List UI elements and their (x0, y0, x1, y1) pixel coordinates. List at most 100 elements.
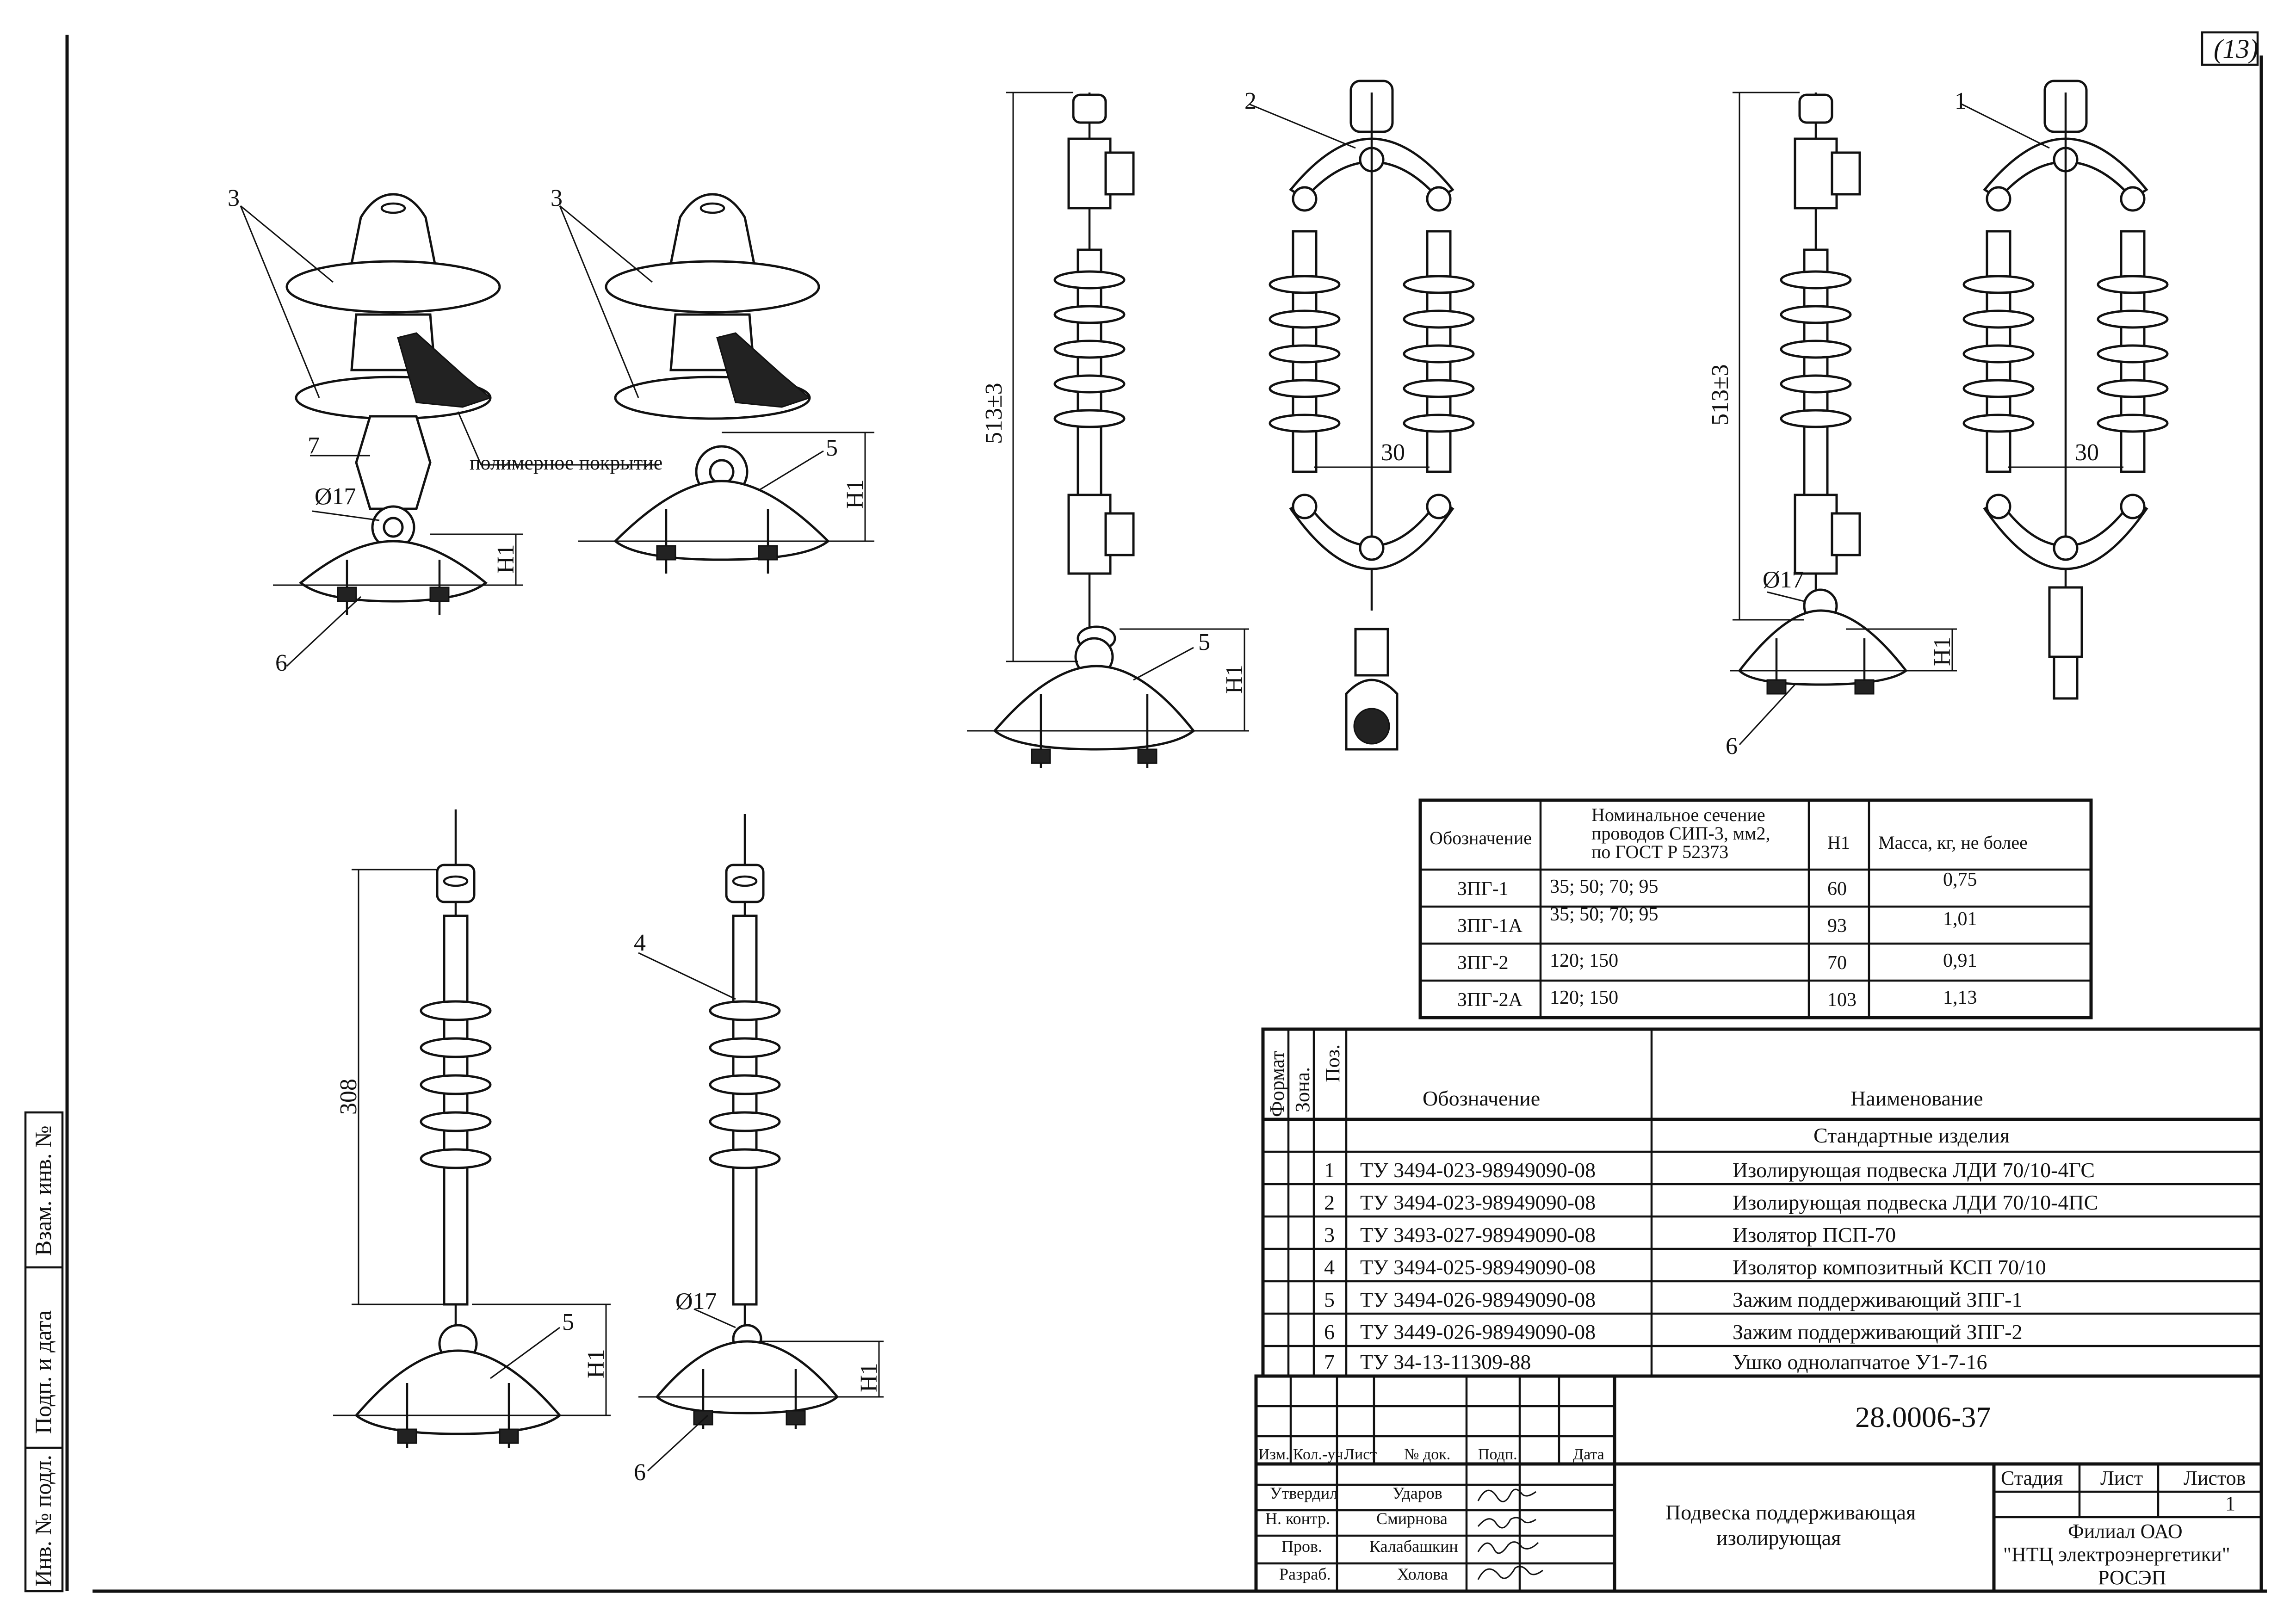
h1-view2: H1 (842, 479, 868, 509)
pt-row4-mass: 1,13 (1943, 987, 1977, 1008)
spec-row7-pos: 7 (1324, 1350, 1335, 1374)
spec-row4-designation: ТУ 3494-025-98949090-08 (1360, 1255, 1596, 1279)
assembly-view-7: 308 H1 5 (333, 809, 611, 1448)
org-line2: "НТЦ электроэнергетики" (2003, 1543, 2230, 1566)
role-norm-control: Н. контр. (1265, 1509, 1330, 1528)
spec-row1-designation: ТУ 3494-023-98949090-08 (1360, 1158, 1596, 1182)
spec-row2-pos: 2 (1324, 1191, 1335, 1214)
role-approved: Утвердил (1270, 1484, 1338, 1502)
callout-4-view8: 4 (634, 930, 646, 956)
pt-header-section-3: по ГОСТ Р 52373 (1591, 841, 1728, 862)
col-header-date: Дата (1573, 1446, 1604, 1463)
spec-row2-name: Изолирующая подвеска ЛДИ 70/10-4ПС (1733, 1191, 2098, 1214)
h1-view5: H1 (1929, 636, 1956, 666)
pt-row3-designation: ЗПГ-2 (1457, 952, 1509, 974)
dim-30-view4: 30 (1381, 439, 1405, 466)
pt-row1-section: 35; 50; 70; 95 (1550, 876, 1659, 897)
params-table: Обозначение Номинальное сечение проводов… (1418, 798, 2093, 1019)
col-header-list: Лист (1344, 1446, 1377, 1463)
assembly-view-2: 3 5 H1 (551, 185, 874, 574)
sheets-label: Листов (2184, 1467, 2246, 1489)
spec-row1-name: Изолирующая подвеска ЛДИ 70/10-4ГС (1733, 1158, 2095, 1182)
callout-3-view2: 3 (551, 185, 563, 211)
phi17-view8: Ø17 (675, 1288, 717, 1315)
pt-header-mass: Масса, кг, не более (1878, 832, 2028, 853)
spec-row4-pos: 4 (1324, 1255, 1335, 1279)
pt-row2-mass: 1,01 (1943, 908, 1977, 930)
callout-7-view1: 7 (308, 432, 320, 459)
role-checked: Пров. (1281, 1537, 1322, 1556)
spec-header-name: Наименование (1850, 1087, 1983, 1110)
signature-developed (1477, 1566, 1543, 1580)
pt-row4-section: 120; 150 (1550, 987, 1618, 1008)
spec-header-zone: Зона. (1291, 1067, 1314, 1112)
polymer-coating-label: полимерное покрытие (470, 451, 662, 474)
spec-row6-designation: ТУ 3449-026-98949090-08 (1360, 1320, 1596, 1344)
pt-row4-h1: 103 (1827, 989, 1857, 1011)
drawing-title-line1: Подвеска поддерживающая (1665, 1501, 1916, 1524)
strip-sign-date: Подп. и дата (30, 1310, 56, 1434)
callout-1-view6: 1 (1955, 88, 1967, 114)
col-header-doc-no: № док. (1404, 1446, 1450, 1463)
org-line3: РОСЭП (2098, 1566, 2166, 1589)
pt-header-designation: Обозначение (1430, 827, 1532, 848)
pt-header-section-1: Номинальное сечение (1591, 804, 1765, 825)
dim-30-view6: 30 (2075, 439, 2099, 466)
pt-row3-section: 120; 150 (1550, 950, 1618, 971)
name-checked: Калабашкин (1369, 1537, 1458, 1556)
strip-replaced-inv: Взам. инв. № (30, 1125, 56, 1256)
callout-5-view2: 5 (826, 435, 838, 461)
pt-row2-designation: ЗПГ-1А (1457, 915, 1523, 937)
dim-308-view7: 308 (335, 1079, 362, 1115)
h1-view8: H1 (856, 1363, 882, 1392)
signature-approved (1477, 1488, 1536, 1502)
spec-row7-designation: ТУ 34-13-11309-88 (1360, 1350, 1531, 1374)
callout-6-view1: 6 (275, 650, 287, 676)
assembly-view-5: 513±3 Ø17 H1 6 (1707, 92, 1957, 760)
spec-header-pos: Поз. (1321, 1044, 1344, 1082)
spec-header-designation: Обозначение (1423, 1087, 1540, 1110)
pt-row4-designation: ЗПГ-2А (1457, 989, 1523, 1011)
spec-row3-designation: ТУ 3493-027-98949090-08 (1360, 1223, 1596, 1247)
pt-row2-h1: 93 (1827, 915, 1847, 937)
col-header-kol-uch: Кол.-уч. (1293, 1446, 1347, 1463)
callout-5-view3: 5 (1198, 629, 1210, 655)
doc-code: 28.0006-37 (1855, 1401, 1991, 1433)
spec-row3-name: Изолятор ПСП-70 (1733, 1223, 1896, 1247)
assembly-view-4: 30 2 (1244, 80, 1475, 751)
org-line1: Филиал ОАО (2068, 1520, 2183, 1543)
title-block: 28.0006-37 Изм. Кол.-уч. Лист № док. Под… (1254, 1374, 2263, 1593)
pt-row1-mass: 0,75 (1943, 869, 1977, 890)
col-header-izm: Изм. (1258, 1446, 1290, 1463)
drawing-title-line2: изолирующая (1716, 1526, 1841, 1550)
dim-513-view5: 513±3 (1707, 364, 1733, 426)
spec-section-title: Стандартные изделия (1813, 1124, 2010, 1147)
spec-row4-name: Изолятор композитный КСП 70/10 (1733, 1255, 2046, 1279)
strip-inv-no: Инв. № подл. (30, 1455, 56, 1587)
sheets-value: 1 (2225, 1492, 2235, 1515)
sheet-label: Лист (2100, 1467, 2143, 1489)
sheet-number: (13) (2214, 34, 2259, 64)
signature-checked (1477, 1541, 1539, 1554)
left-binding-strip: Взам. инв. № Подп. и дата Инв. № подл. (24, 1111, 64, 1593)
assembly-view-3: 513±3 H1 5 (967, 92, 1249, 768)
phi17-view1: Ø17 (315, 483, 356, 510)
spec-row5-designation: ТУ 3494-026-98949090-08 (1360, 1288, 1596, 1311)
stage-label: Стадия (2001, 1467, 2063, 1489)
pt-row1-designation: ЗПГ-1 (1457, 878, 1509, 900)
callout-6-view8: 6 (634, 1459, 646, 1486)
assembly-view-1: 3 7 6 полимерное покрытие Ø17 H1 (228, 185, 662, 676)
callout-3-view1: 3 (228, 185, 240, 211)
pt-row2-section: 35; 50; 70; 95 (1550, 904, 1659, 925)
role-developed: Разраб. (1279, 1565, 1331, 1583)
pt-row1-h1: 60 (1827, 878, 1847, 900)
callout-6-view5: 6 (1726, 733, 1738, 760)
signature-norm-control (1477, 1517, 1536, 1529)
spec-table: Формат Зона. Поз. Обозначение Наименован… (1261, 1027, 2263, 1378)
spec-header-format: Формат (1266, 1051, 1288, 1117)
h1-view1: H1 (493, 544, 519, 574)
assembly-view-8: 4 Ø17 H1 6 (634, 814, 884, 1486)
dim-513-view3: 513±3 (981, 383, 1007, 444)
spec-row3-pos: 3 (1324, 1223, 1335, 1247)
